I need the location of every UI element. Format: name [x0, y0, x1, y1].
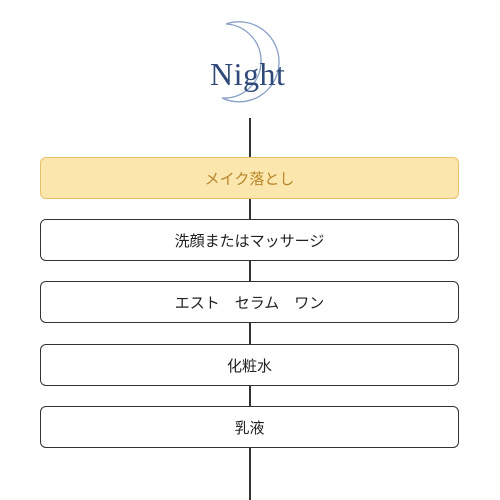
step-cleansing-or-massage: 洗顔またはマッサージ — [40, 219, 459, 261]
step-milk-emulsion: 乳液 — [40, 406, 459, 448]
crescent-moon-icon — [221, 21, 280, 103]
step-lotion: 化粧水 — [40, 344, 459, 386]
night-logo: Night — [204, 18, 296, 104]
step-makeup-removal: メイク落とし — [40, 157, 459, 199]
logo-text: Night — [210, 56, 286, 92]
step-serum: エスト セラム ワン — [40, 281, 459, 323]
